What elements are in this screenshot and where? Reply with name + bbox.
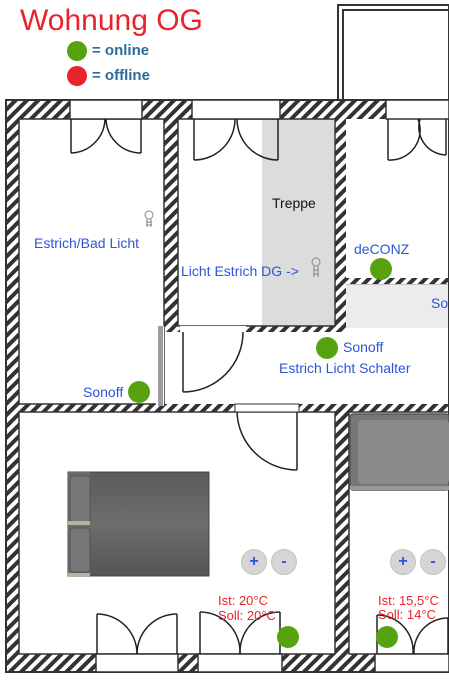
thermostat-left-soll: Soll: 20°C	[218, 608, 276, 623]
bathtub-icon	[349, 413, 449, 491]
thermostat-right-status-dot[interactable]	[376, 626, 398, 648]
walls	[5, 99, 449, 673]
estrich-bad-licht-label[interactable]: Estrich/Bad Licht	[34, 235, 140, 251]
legend-offline-label: = offline	[92, 67, 150, 84]
balcony-outline	[337, 4, 449, 102]
light-bulb-icon	[311, 257, 321, 277]
thermostat-right-ist: Ist: 15,5°C	[378, 593, 439, 608]
sonoff-schalter-label[interactable]: Sonoff	[343, 339, 384, 355]
door-frame	[158, 326, 163, 406]
windows	[69, 99, 449, 673]
sonoff-schalter-status-dot[interactable]	[316, 337, 338, 359]
so-label[interactable]: So	[431, 295, 449, 311]
light-bulb-icon	[144, 210, 154, 227]
treppe-label: Treppe	[272, 195, 316, 211]
deconz-status-dot[interactable]	[370, 258, 392, 280]
legend-online-label: = online	[92, 42, 150, 59]
thermostat-right-plus-button[interactable]: +	[390, 549, 416, 575]
legend-offline-dot	[67, 66, 87, 86]
thermostat-left-minus-button[interactable]: -	[271, 549, 297, 575]
thermostat-left-ist: Ist: 20°C	[218, 593, 268, 608]
legend-online-dot	[67, 41, 87, 61]
stair-area	[262, 119, 334, 327]
deconz-label[interactable]: deCONZ	[354, 241, 410, 257]
thermostat-right-soll: Soll: 14°C	[378, 607, 436, 622]
door-swings	[70, 118, 449, 655]
estrich-licht-schalter-label[interactable]: Estrich Licht Schalter	[279, 360, 411, 376]
hallway-strip	[346, 284, 449, 328]
sonoff-left-status-dot[interactable]	[128, 381, 150, 403]
bed-icon	[67, 471, 210, 577]
thermostat-right-minus-button[interactable]: -	[420, 549, 446, 575]
page-title: Wohnung OG	[20, 4, 203, 37]
sonoff-left-label[interactable]: Sonoff	[83, 384, 124, 400]
licht-estrich-dg-label[interactable]: Licht Estrich DG ->	[181, 263, 299, 279]
thermostat-left-status-dot[interactable]	[277, 626, 299, 648]
thermostat-left-plus-button[interactable]: +	[241, 549, 267, 575]
